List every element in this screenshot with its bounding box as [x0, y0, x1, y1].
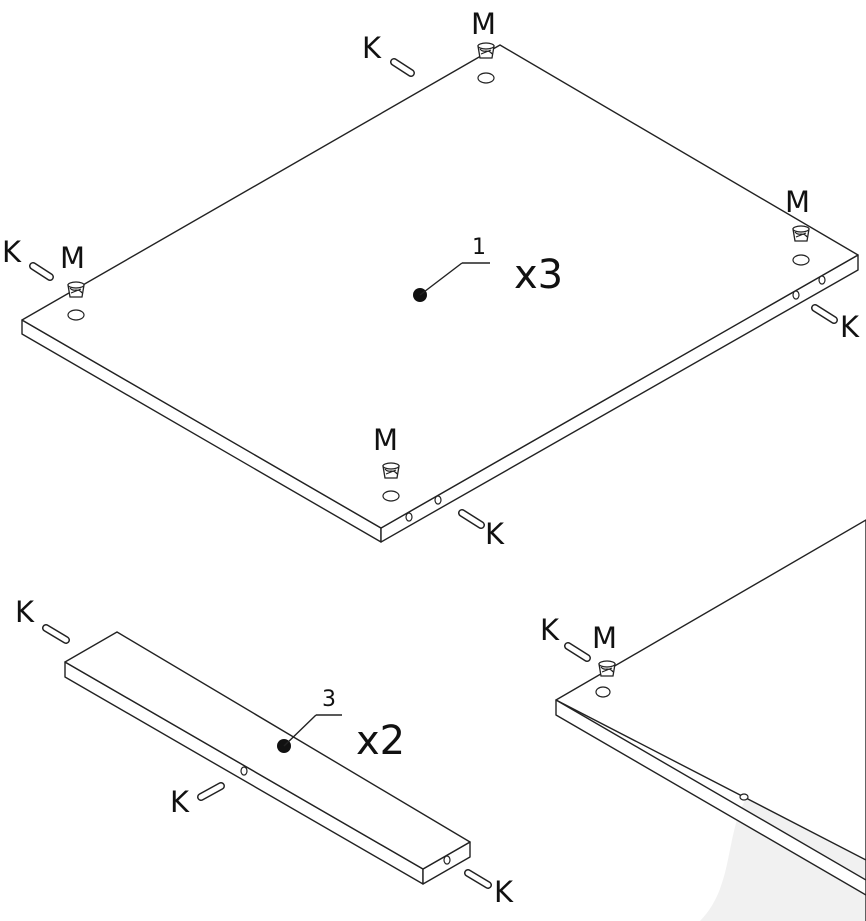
cam-label-bottom: M — [373, 423, 398, 457]
panel-1-cam-hole — [477, 72, 495, 84]
dowel-label-right: K — [840, 310, 860, 344]
panel-1-edge-hole — [434, 495, 442, 505]
panel-1-quantity: x3 — [514, 252, 563, 298]
dowel-label-bottom: K — [485, 517, 505, 551]
panel-1-part-number: 1 — [472, 235, 486, 260]
panel-1-cam-hole — [382, 490, 400, 502]
cam-fitting-icon — [792, 225, 810, 242]
strip-3-part-number: 3 — [322, 687, 336, 712]
dowel-icon — [458, 509, 485, 529]
panel-1-top-face — [21, 44, 859, 529]
dowel-icon — [29, 262, 54, 281]
panel-1-edge-hole — [405, 512, 413, 522]
partial-panel-top-face — [555, 519, 866, 921]
panel-1-cam-hole — [67, 309, 85, 321]
partial-panel-edge-hole — [739, 793, 749, 801]
dowel-icon — [197, 782, 225, 801]
panel-1-leader-line — [419, 262, 463, 296]
strip-3-leader-line — [283, 714, 317, 747]
partial-panel-board — [555, 519, 866, 921]
dowel-label-top: K — [362, 31, 382, 65]
panel-1-edge-hole — [792, 290, 800, 300]
cam-fitting-icon — [67, 281, 85, 298]
panel-1-cam-hole — [792, 254, 810, 266]
cam-label-left: M — [60, 241, 85, 275]
dowel-icon — [390, 58, 415, 77]
strip-3-top-face — [64, 631, 471, 870]
panel-1-board — [21, 44, 859, 543]
dowel-label-strip-left: K — [15, 595, 35, 629]
strip-3-quantity: x2 — [356, 718, 405, 764]
cam-label-partial: M — [592, 621, 617, 655]
strip-3-edge-hole — [240, 766, 248, 776]
cam-fitting-icon — [382, 462, 400, 479]
dowel-label-left: K — [2, 235, 22, 269]
strip-3-end-hole — [443, 855, 451, 865]
cam-fitting-icon — [477, 42, 495, 59]
dowel-label-strip-right: K — [494, 875, 514, 909]
dowel-icon — [42, 624, 70, 644]
partial-panel-front-edge — [555, 699, 866, 896]
dowel-icon — [811, 304, 838, 324]
dowel-icon — [564, 642, 591, 662]
dowel-label-partial: K — [540, 613, 560, 647]
partial-panel-cam-hole — [595, 686, 611, 698]
cam-fitting-icon — [598, 660, 616, 677]
cam-label-right: M — [785, 185, 810, 219]
cam-label-top: M — [471, 7, 496, 41]
dowel-icon — [464, 869, 492, 889]
panel-1-edge-hole — [818, 275, 826, 285]
dowel-label-strip-middle: K — [170, 785, 190, 819]
strip-3-board — [64, 631, 471, 885]
